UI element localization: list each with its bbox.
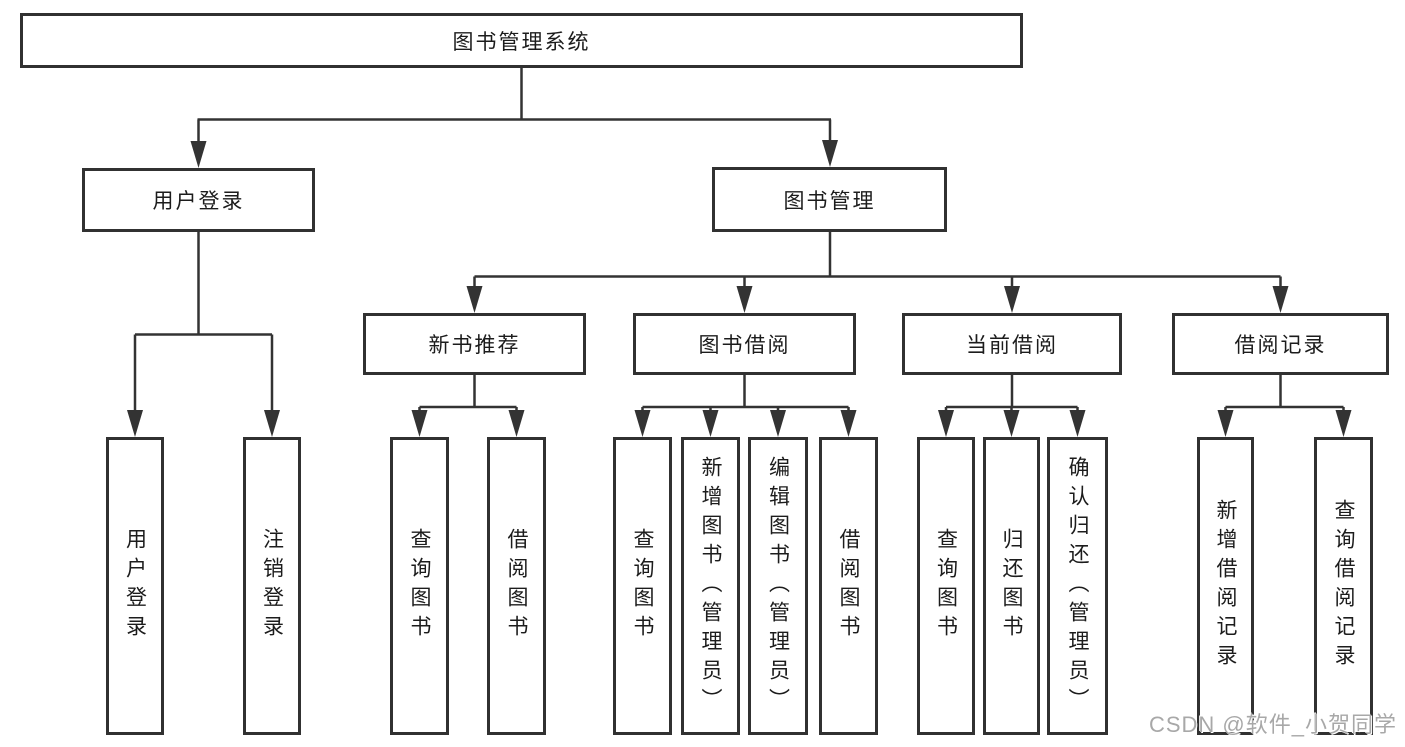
node-root: 图书管理系统 [20,13,1023,68]
leaf-query-borrow-record-label: 查询借阅记录 [1332,499,1355,673]
leaf-logout-label: 注销登录 [260,528,284,644]
node-new-book-recommend: 新书推荐 [363,313,586,375]
node-new-book-recommend-label: 新书推荐 [428,334,521,357]
leaf-add-borrow-record: 新增借阅记录 [1197,437,1254,735]
leaf-query-books-borrow-label: 查询图书 [631,528,654,644]
node-user-login-label: 用户登录 [152,190,245,213]
leaf-confirm-return-admin: 确认归还（管理员） [1047,437,1108,735]
leaf-return-books-label: 归还图书 [1000,528,1023,644]
node-book-borrow-label: 图书借阅 [698,334,791,357]
node-book-management-label: 图书管理 [783,189,876,213]
leaf-logout: 注销登录 [243,437,301,735]
leaf-edit-books-admin: 编辑图书（管理员） [748,437,808,735]
leaf-add-books-admin: 新增图书（管理员） [681,437,740,735]
leaf-borrow-books-recommend-label: 借阅图书 [505,528,528,644]
node-book-borrow: 图书借阅 [633,313,856,375]
node-user-login: 用户登录 [82,168,315,232]
leaf-query-books-recommend-label: 查询图书 [408,528,431,644]
node-root-label: 图书管理系统 [452,30,591,54]
leaf-add-books-admin-label: 新增图书（管理员） [699,455,722,717]
leaf-confirm-return-admin-label: 确认归还（管理员） [1066,455,1089,717]
node-book-management: 图书管理 [712,167,947,232]
leaf-add-borrow-record-label: 新增借阅记录 [1214,499,1237,673]
leaf-user-login-label: 用户登录 [123,528,147,644]
leaf-query-books-recommend: 查询图书 [390,437,449,735]
leaf-query-books-borrow: 查询图书 [613,437,672,735]
leaf-return-books: 归还图书 [983,437,1040,735]
node-borrow-records-label: 借阅记录 [1234,334,1327,357]
leaf-query-borrow-record: 查询借阅记录 [1314,437,1373,735]
node-borrow-records: 借阅记录 [1172,313,1389,375]
leaf-borrow-books-recommend: 借阅图书 [487,437,546,735]
watermark: CSDN @软件_小贺同学 [1148,712,1397,737]
leaf-user-login: 用户登录 [106,437,164,735]
leaf-edit-books-admin-label: 编辑图书（管理员） [766,455,790,717]
leaf-borrow-books: 借阅图书 [819,437,878,735]
node-current-borrow-label: 当前借阅 [966,334,1058,357]
leaf-borrow-books-label: 借阅图书 [837,528,860,644]
leaf-query-books-current: 查询图书 [917,437,975,735]
node-current-borrow: 当前借阅 [902,313,1122,375]
leaf-query-books-current-label: 查询图书 [934,528,958,644]
